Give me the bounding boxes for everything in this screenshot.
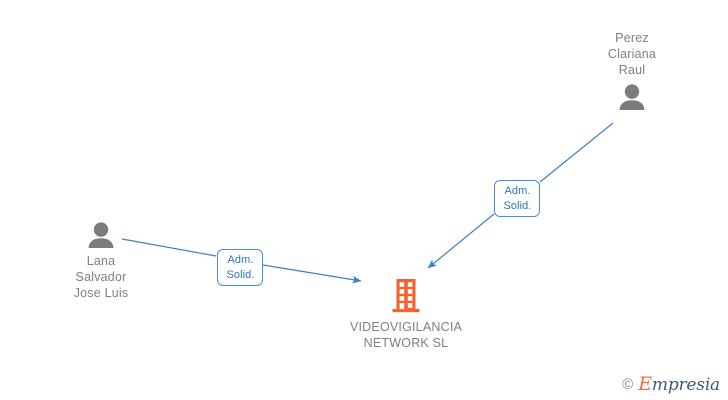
edge-label-perez-to-company[interactable]: Adm. Solid.: [494, 180, 540, 217]
node-label: Lana Salvador Jose Luis: [73, 254, 129, 300]
brand-rest: mpresia: [651, 375, 720, 395]
brand-initial: E: [638, 373, 652, 395]
node-company-videovigilancia-network-sl[interactable]: VIDEOVIGILANCIA NETWORK SL: [323, 277, 489, 351]
brand-wordmark: Empresia: [638, 375, 720, 394]
copyright-icon: ©: [622, 376, 634, 393]
node-label: VIDEOVIGILANCIA NETWORK SL: [349, 320, 463, 350]
edge-perez-to-company: [427, 122, 614, 269]
edge-lana-to-company: [121, 238, 362, 284]
empresia-logo[interactable]: © Empresia: [622, 375, 720, 394]
node-person-perez-clariana-raul[interactable]: Perez Clariana Raul: [586, 30, 678, 110]
edge-label-lana-to-company[interactable]: Adm. Solid.: [217, 249, 263, 286]
node-person-lana-salvador-jose-luis[interactable]: Lana Salvador Jose Luis: [55, 222, 147, 301]
building-icon: [323, 277, 489, 313]
person-icon: [586, 84, 678, 110]
person-icon: [55, 222, 147, 248]
node-label: Perez Clariana Raul: [607, 31, 657, 77]
